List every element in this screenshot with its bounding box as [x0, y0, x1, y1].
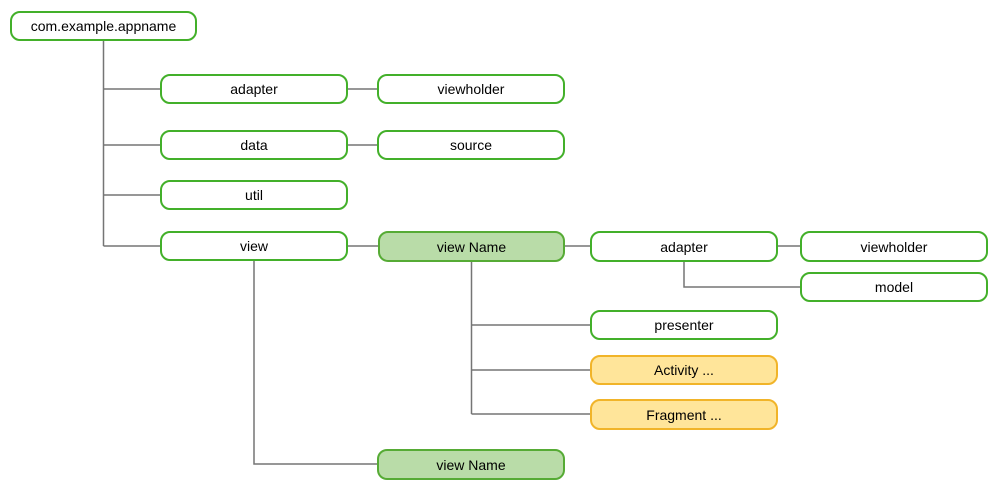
node-view-name[interactable]: view Name — [378, 231, 565, 262]
node-label: viewholder — [860, 238, 928, 255]
node-source[interactable]: source — [377, 130, 565, 160]
node-label: data — [240, 137, 268, 153]
connector-view-trunk-viewname2 — [253, 261, 377, 465]
node-fragment[interactable]: Fragment ... — [590, 399, 778, 430]
connector-adapter2-model — [683, 262, 800, 288]
node-viewholder-2[interactable]: viewholder — [800, 231, 988, 262]
node-label: source — [449, 137, 493, 153]
node-model[interactable]: model — [800, 272, 988, 302]
node-presenter[interactable]: presenter — [590, 310, 778, 340]
node-util[interactable]: util — [160, 180, 348, 210]
node-adapter[interactable]: adapter — [160, 74, 348, 104]
node-root[interactable]: com.example.appname — [10, 11, 197, 41]
node-label: Activity ... — [654, 362, 714, 378]
node-label: adapter — [660, 238, 708, 255]
node-label: model — [874, 279, 914, 295]
node-label: adapter — [230, 81, 278, 97]
node-label: view — [239, 238, 268, 254]
node-label: util — [245, 187, 263, 203]
node-label: view Name — [436, 456, 506, 473]
node-data[interactable]: data — [160, 130, 348, 160]
node-viewholder[interactable]: viewholder — [377, 74, 565, 104]
node-label: viewholder — [437, 81, 505, 97]
node-label: view Name — [436, 238, 507, 255]
node-label: presenter — [654, 317, 714, 333]
node-view-name-2[interactable]: view Name — [377, 449, 565, 480]
node-adapter-2[interactable]: adapter — [590, 231, 778, 262]
node-label: Fragment ... — [646, 406, 722, 423]
node-label: com.example.appname — [30, 18, 177, 34]
node-activity[interactable]: Activity ... — [590, 355, 778, 385]
node-view[interactable]: view — [160, 231, 348, 261]
